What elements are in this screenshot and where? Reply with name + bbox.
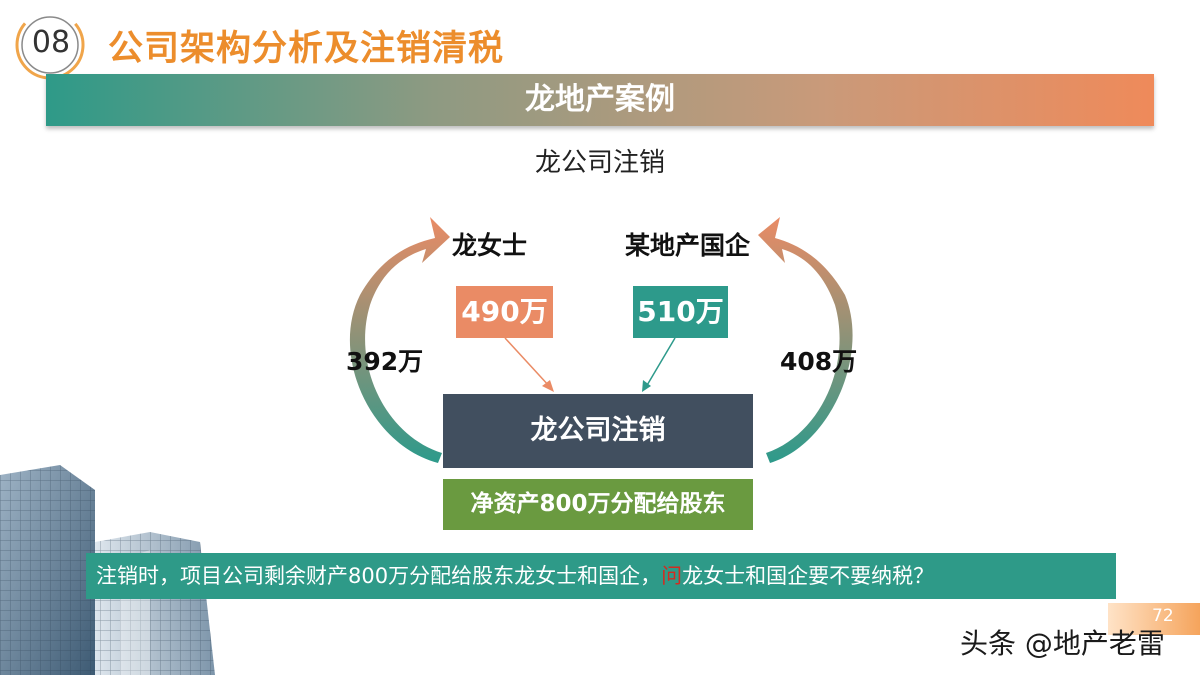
investment-arrow-left <box>504 337 551 388</box>
return-arrow-left <box>349 217 450 463</box>
shareholder-left-label: 龙女士 <box>452 231 528 260</box>
investment-right-box: 510万 <box>633 286 728 338</box>
return-right-label: 408万 <box>780 347 858 376</box>
shareholder-right-label: 某地产国企 <box>625 231 751 260</box>
banner: 龙地产案例 <box>46 74 1154 126</box>
investment-arrow-right <box>645 337 676 388</box>
company-deregistration-box: 龙公司注销 <box>443 394 753 468</box>
watermark: 头条 @地产老雷 <box>960 627 1165 660</box>
question-part1: 注销时，项目公司剩余财产800万分配给股东龙女士和国企， <box>96 564 662 588</box>
section-title: 公司架构分析及注销清税 <box>108 29 505 69</box>
page-number: 72 <box>1152 606 1174 626</box>
section-number: 08 <box>31 25 71 60</box>
question-part2: 龙女士和国企要不要纳税？ <box>682 564 935 588</box>
page-number-tab <box>1108 603 1200 635</box>
section-number-badge-icon <box>15 10 85 80</box>
question-bar: 注销时，项目公司剩余财产800万分配给股东龙女士和国企，问龙女士和国企要不要纳税… <box>86 553 1116 599</box>
return-left-label: 392万 <box>346 347 424 376</box>
flow-arrows <box>349 217 853 463</box>
net-assets-box: 净资产800万分配给股东 <box>443 479 753 530</box>
banner-title: 龙地产案例 <box>525 82 675 117</box>
return-arrow-right <box>758 217 853 463</box>
question-text: 注销时，项目公司剩余财产800万分配给股东龙女士和国企，问龙女士和国企要不要纳税… <box>96 553 934 599</box>
case-subtitle: 龙公司注销 <box>534 148 665 178</box>
question-highlight: 问 <box>661 564 683 588</box>
investment-left-box: 490万 <box>456 286 553 338</box>
